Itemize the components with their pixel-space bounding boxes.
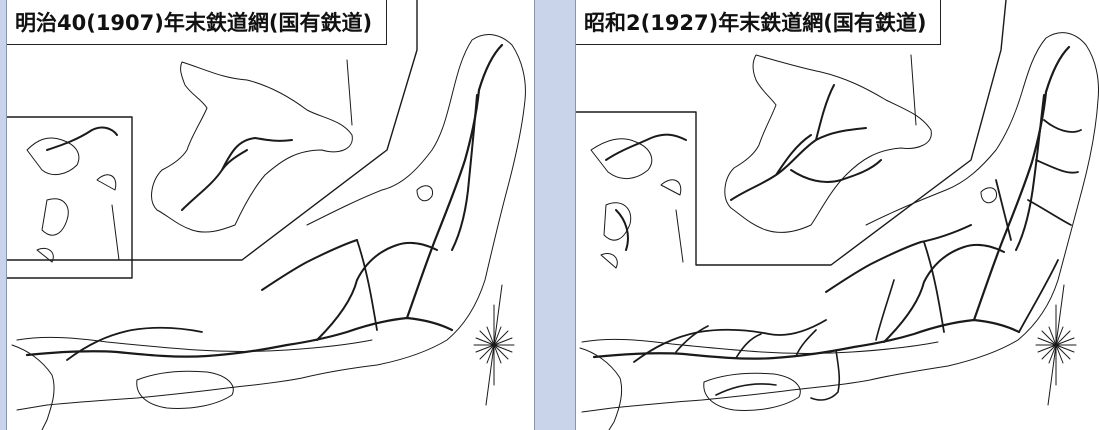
map-panel-1907: 明治40(1907)年末鉄道網(国有鉄道)	[6, 0, 535, 430]
compass-rose	[1036, 285, 1076, 405]
rail-san-in	[67, 328, 202, 360]
rail-san-in	[634, 320, 826, 362]
honshu-coast-south	[17, 337, 372, 351]
shikoku-coast	[137, 371, 233, 408]
hokkaido-inset-frame	[576, 0, 1006, 265]
rail-shinetsu	[924, 242, 944, 332]
scale-bar-inset	[676, 210, 683, 262]
scale-bar	[347, 60, 352, 125]
rail-ou	[452, 95, 477, 250]
ryukyu-rail	[606, 135, 686, 250]
scale-bar	[911, 55, 916, 125]
rail-sanyo-branch	[676, 326, 816, 358]
rail-chuo	[317, 243, 437, 340]
rail-tohoku	[974, 47, 1069, 320]
rail-tokaido	[27, 318, 452, 357]
hokkaido-inset-frame	[7, 0, 417, 260]
shikoku-coast	[704, 373, 800, 410]
rail-joban	[1019, 260, 1058, 332]
ryukyu-inset-frame	[7, 117, 132, 278]
hokkaido-coast	[152, 62, 353, 232]
map-title-1907: 明治40(1907)年末鉄道網(国有鉄道)	[7, 0, 388, 45]
ryukyu-rail	[47, 128, 117, 150]
rail-shinetsu	[357, 240, 377, 330]
kyushu-coast	[12, 345, 54, 430]
hokkaido-rail	[731, 85, 881, 200]
sado-island	[417, 186, 433, 201]
rail-tohoku	[407, 45, 502, 318]
scale-bar-inset	[112, 205, 119, 260]
rail-takayama	[876, 280, 894, 340]
kyushu-coast	[580, 348, 622, 430]
map-title-1927: 昭和2(1927)年末鉄道網(国有鉄道)	[576, 0, 942, 45]
rail-kii	[811, 350, 839, 400]
rail-hokuriku	[262, 240, 357, 290]
ryukyu-islands	[591, 139, 681, 268]
honshu-coast-south	[582, 339, 938, 353]
rail-tohoku-branch	[1028, 120, 1081, 225]
rail-shikoku	[716, 384, 776, 395]
rail-hokuriku	[826, 225, 971, 292]
sado-island	[981, 188, 997, 203]
railway-map-1927	[576, 0, 1099, 430]
rail-uetsu	[996, 180, 1011, 240]
map-panel-1927: 昭和2(1927)年末鉄道網(国有鉄道)	[575, 0, 1099, 430]
honshu-coast	[17, 35, 525, 410]
compass-rose	[474, 285, 514, 405]
rail-chuo	[884, 245, 1004, 342]
railway-map-1907	[7, 0, 535, 430]
rail-ou	[1016, 95, 1044, 250]
ryukyu-islands	[27, 138, 116, 262]
honshu-coast	[582, 33, 1099, 412]
hokkaido-coast	[725, 55, 931, 232]
hokkaido-rail	[182, 138, 292, 210]
